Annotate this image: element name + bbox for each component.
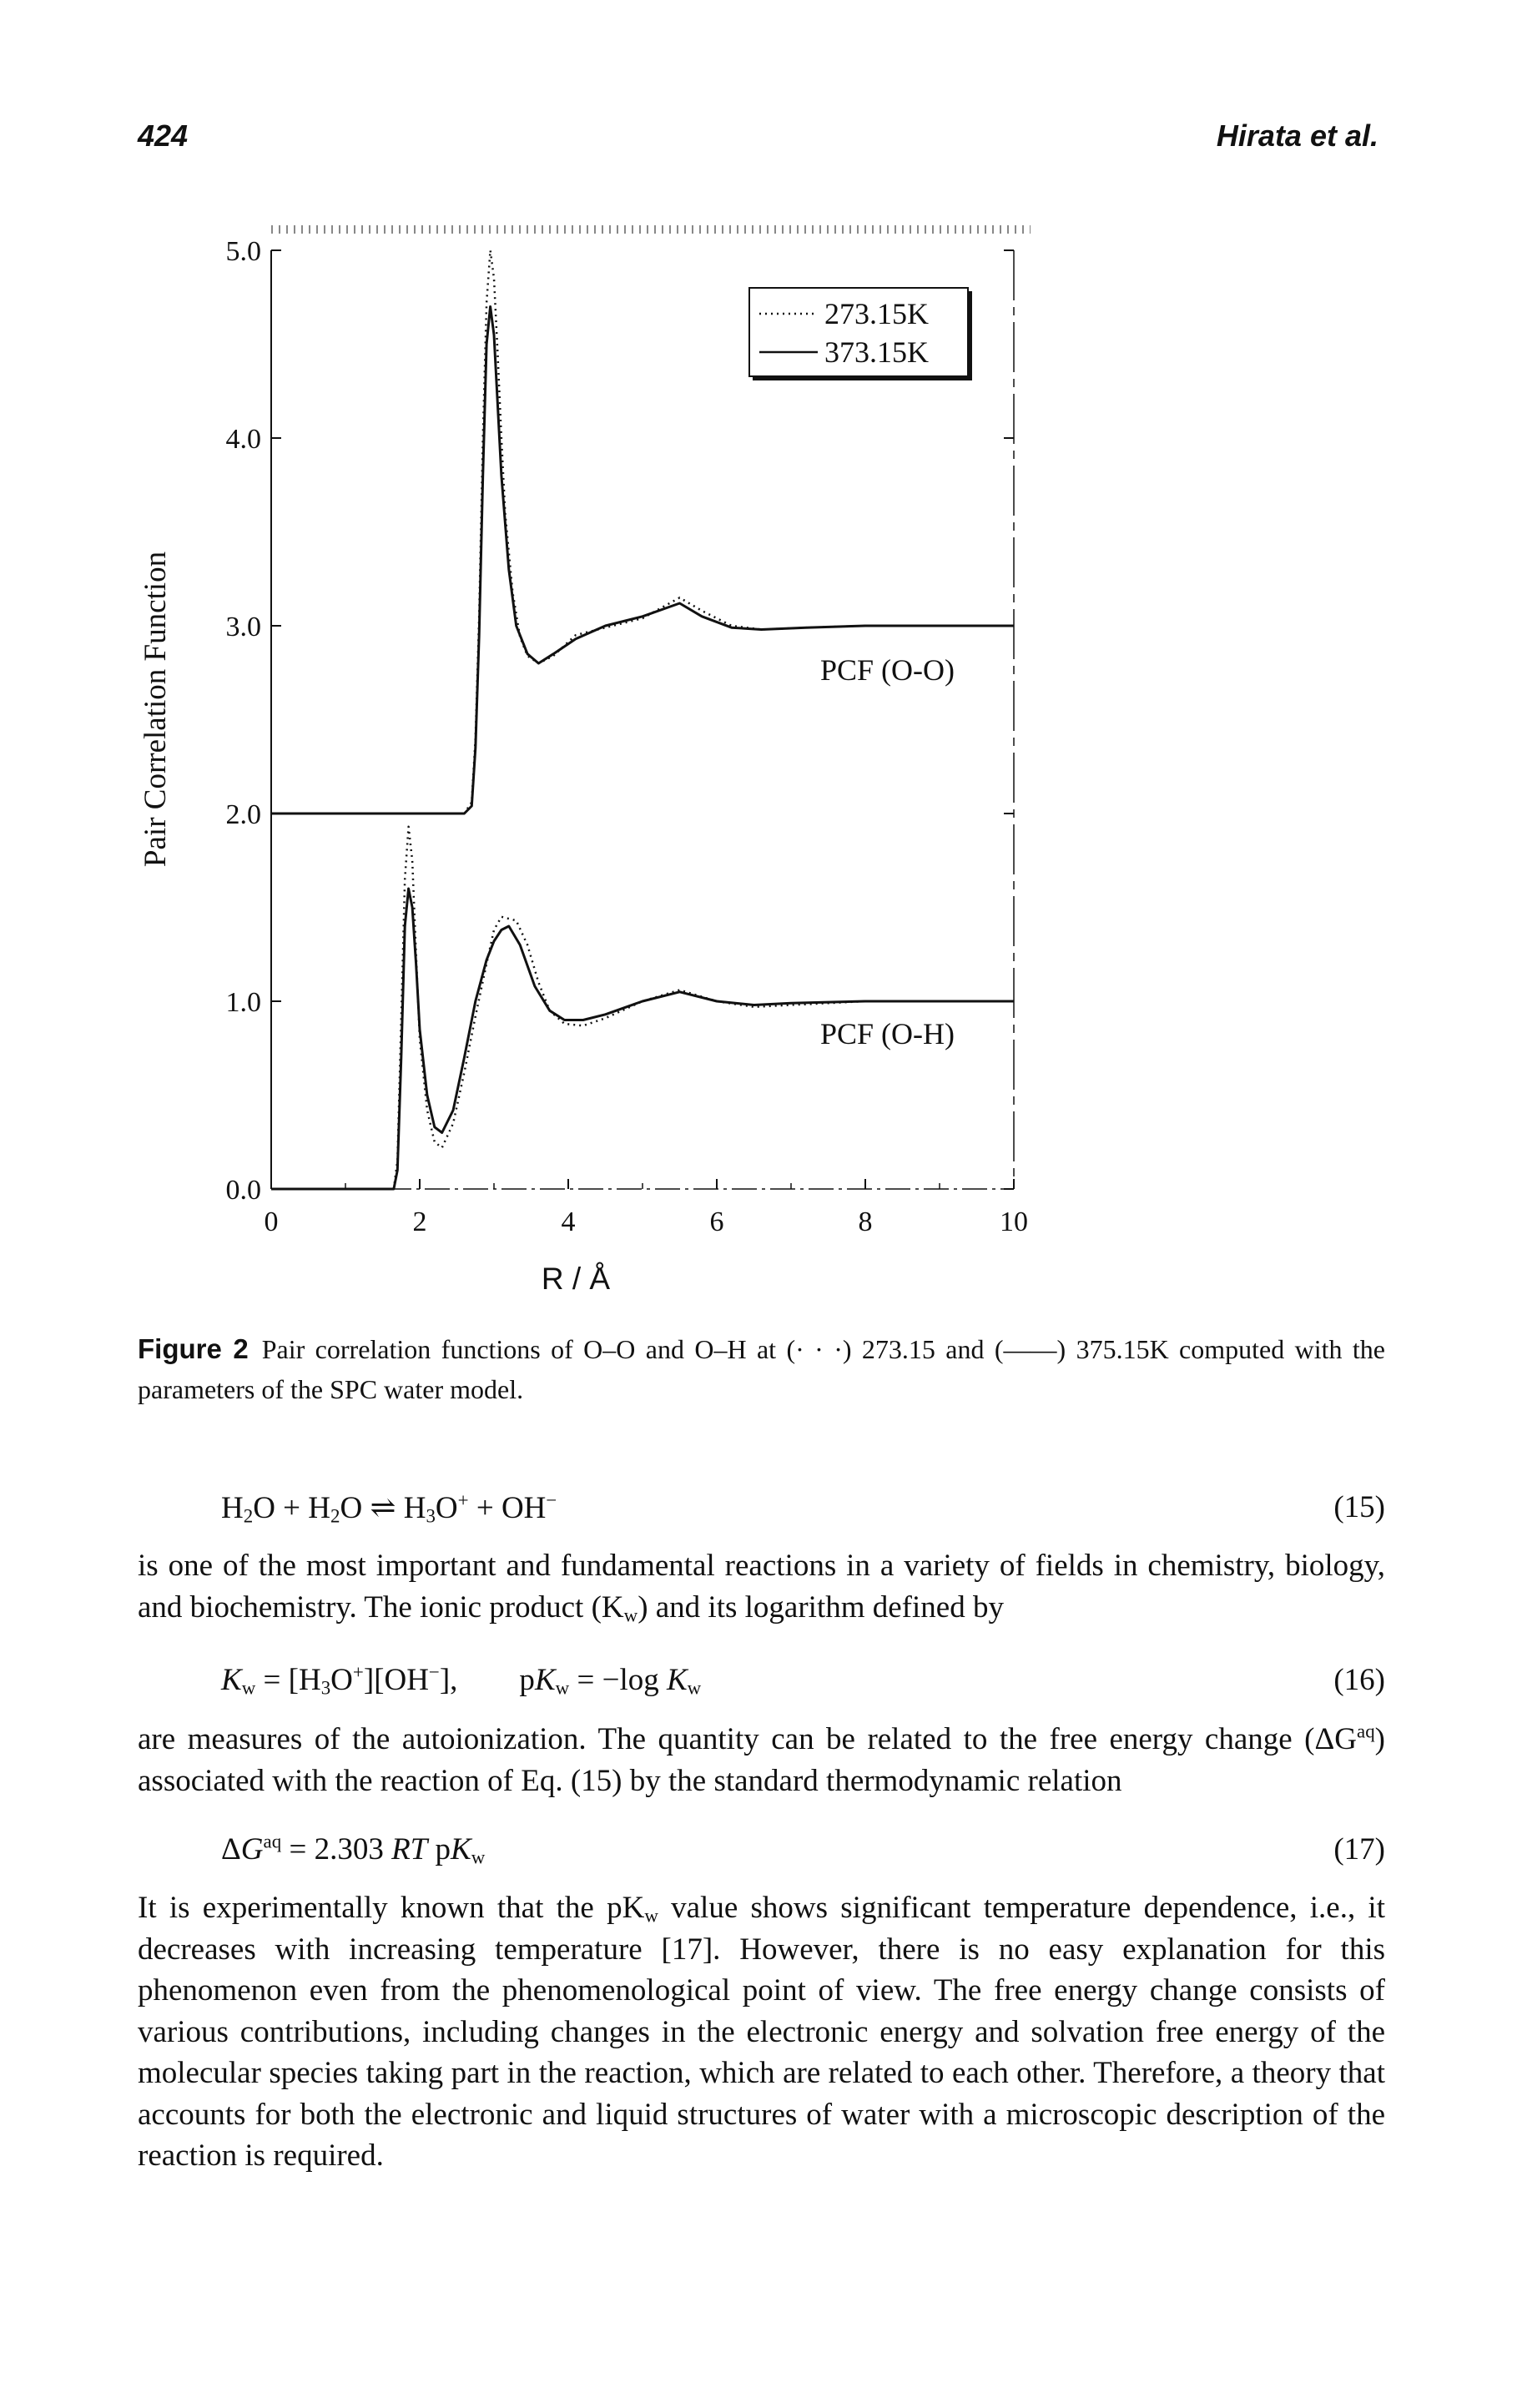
legend-shadow-bottom: [753, 376, 972, 380]
page-number: 424: [138, 118, 189, 153]
paragraph-2: are measures of the autoionization. The …: [138, 1719, 1385, 1801]
label-pcf-oh: PCF (O-H): [820, 1017, 955, 1050]
equation-15: H2O + H2O ⇌ H3O+ + OH− (15): [138, 1489, 1385, 1539]
legend-label-373: 373.15K: [824, 335, 929, 369]
x-axis-label: R / Å: [542, 1262, 611, 1296]
x-tick-label: 10: [1000, 1207, 1028, 1237]
caption-text: Pair correlation functions of O–O and O–…: [138, 1334, 1386, 1404]
equation-17-coef: 2.303: [314, 1832, 384, 1866]
x-tick-label: 0: [265, 1207, 279, 1237]
equation-16-log: −log: [602, 1663, 659, 1697]
paragraph-1-text: is one of the most important and fundame…: [138, 1549, 1385, 1625]
legend-shadow: [968, 291, 972, 380]
y-tick-label: 5.0: [226, 236, 262, 267]
paragraph-1: is one of the most important and fundame…: [138, 1545, 1385, 1628]
label-pcf-oo: PCF (O-O): [820, 653, 955, 687]
equation-16-number: (16): [1333, 1663, 1385, 1697]
running-head: Hirata et al.: [1216, 118, 1378, 153]
y-tick-label: 4.0: [226, 424, 262, 455]
y-tick-label: 3.0: [226, 612, 262, 642]
x-tick-label: 2: [413, 1207, 427, 1237]
equation-17-number: (17): [1333, 1832, 1385, 1866]
paragraph-3-end: value shows significant temperature depe…: [138, 1891, 1385, 2173]
figure-2: 0.0 1.0 2.0 3.0 4.0 5.0 0 2 4 6 8 10 273.15K 373.15…: [125, 196, 1051, 1310]
equation-16-body: Kw = [H3O+][OH−], pKw = −log Kw: [221, 1661, 702, 1699]
equation-17: ΔGaq = 2.303 RT pKw (17): [138, 1831, 1385, 1882]
paragraph-3-text: It is experimentally known that the pK: [138, 1891, 645, 1925]
paragraph-1-sub: w: [623, 1604, 638, 1626]
pcf-chart: 0.0 1.0 2.0 3.0 4.0 5.0 0 2 4 6 8 10 273.15K 373.15…: [139, 225, 1031, 1296]
paragraph-3-sub: w: [644, 1905, 658, 1927]
paragraph-3: It is experimentally known that the pKw …: [138, 1887, 1385, 2177]
equation-16: Kw = [H3O+][OH−], pKw = −log Kw (16): [138, 1662, 1385, 1712]
x-tick-label: 8: [859, 1207, 873, 1237]
legend-label-273: 273.15K: [824, 297, 929, 330]
equation-17-body: ΔGaq = 2.303 RT pKw: [221, 1831, 486, 1868]
paragraph-2-end: ) associated with the reaction of Eq. (1…: [138, 1722, 1385, 1798]
y-tick-label: 0.0: [226, 1175, 262, 1206]
paragraph-2-text: are measures of the autoionization. The …: [138, 1722, 1358, 1756]
paragraph-1-end: ) and its logarithm defined by: [638, 1589, 1004, 1625]
y-tick-label: 1.0: [226, 987, 262, 1018]
series-373K-oh-line: [271, 887, 1014, 1191]
x-tick-label: 6: [710, 1207, 724, 1237]
series-273K-oh-line: [271, 825, 1014, 1191]
equation-15-body: H2O + H2O ⇌ H3O+ + OH−: [221, 1489, 557, 1527]
y-axis-label: Pair Correlation Function: [139, 552, 173, 867]
x-tick-label: 4: [562, 1207, 576, 1237]
equation-15-number: (15): [1333, 1490, 1385, 1524]
caption-label: Figure 2: [138, 1333, 249, 1364]
y-tick-label: 2.0: [226, 799, 262, 830]
series-373K-oo-line: [271, 305, 1014, 815]
paragraph-2-sup: aq: [1357, 1720, 1375, 1742]
